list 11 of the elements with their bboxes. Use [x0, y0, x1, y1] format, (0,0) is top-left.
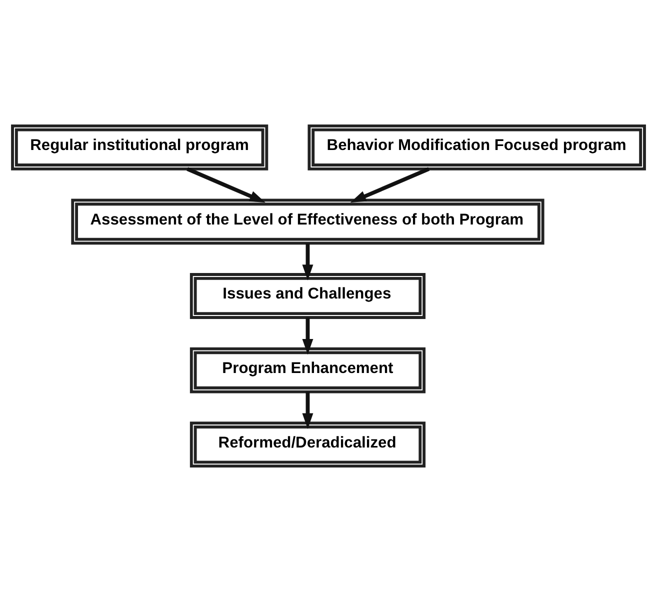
node-box: Issues and Challenges — [190, 273, 426, 319]
node-box: Reformed/Deradicalized — [190, 422, 426, 468]
arrow — [302, 243, 314, 280]
arrow — [350, 167, 430, 202]
arrow — [302, 318, 314, 355]
node-box: Program Enhancement — [190, 347, 426, 394]
arrow — [186, 167, 266, 202]
node-box: Regular institutional program — [11, 124, 268, 170]
node-box: Assessment of the Level of Effectiveness of both Program — [71, 198, 544, 245]
arrow — [302, 392, 314, 429]
node-box: Behavior Modification Focused program — [308, 124, 646, 170]
